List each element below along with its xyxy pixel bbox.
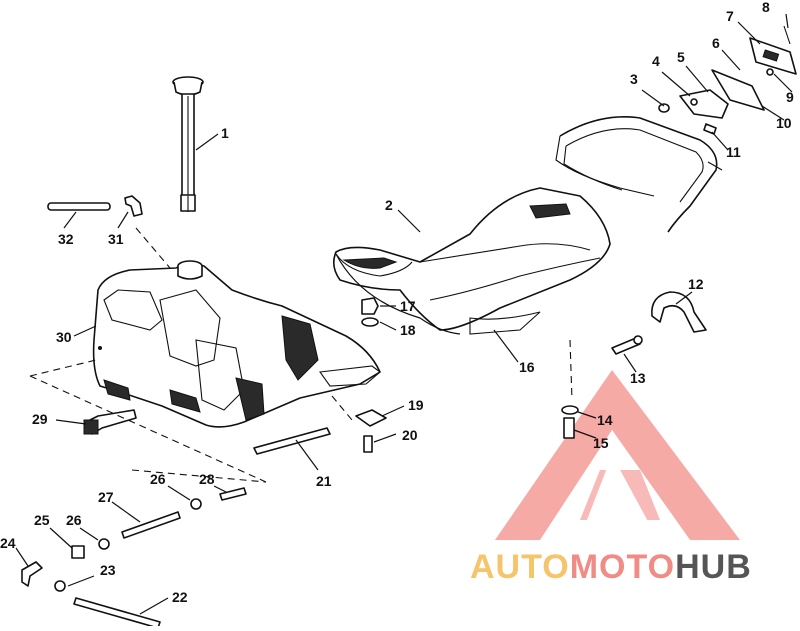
part-fuel-tank xyxy=(92,260,381,428)
callout-29: 29 xyxy=(32,411,48,427)
callout-15: 15 xyxy=(593,435,609,451)
callout-16: 16 xyxy=(519,359,535,375)
part-clip-19 xyxy=(355,409,387,427)
callout-8: 8 xyxy=(762,0,770,15)
part-bolt-15 xyxy=(563,417,575,439)
callout-10: 10 xyxy=(776,115,792,131)
part-long-rod xyxy=(253,427,331,455)
callout-14: 14 xyxy=(597,412,613,428)
callout-6: 6 xyxy=(712,35,720,51)
callout-32: 32 xyxy=(58,231,74,247)
part-vent-rod xyxy=(47,202,111,211)
callout-23: 23 xyxy=(100,562,116,578)
part-bracket-24 xyxy=(21,561,43,587)
callout-1: 1 xyxy=(221,125,229,141)
part-drain-fitting xyxy=(83,409,137,435)
part-pin-28 xyxy=(219,487,247,501)
part-grab-bar xyxy=(555,116,723,233)
part-rod-27 xyxy=(121,511,181,539)
part-washer-3 xyxy=(658,103,670,113)
part-washer-18 xyxy=(361,317,379,327)
callout-20: 20 xyxy=(402,427,418,443)
svg-text:AUTOMOTOHUB: AUTOMOTOHUB xyxy=(470,548,752,586)
callout-18: 18 xyxy=(400,322,416,338)
watermark-logo xyxy=(495,370,740,540)
callout-31: 31 xyxy=(108,231,124,247)
callout-4: 4 xyxy=(652,53,660,69)
callout-11: 11 xyxy=(726,144,741,160)
callout-22: 22 xyxy=(172,589,188,605)
part-nut-17 xyxy=(361,297,379,315)
part-washer-14 xyxy=(561,405,579,415)
part-bolt-20 xyxy=(363,435,373,453)
part-bolt-11 xyxy=(703,123,717,135)
part-spacer-26b xyxy=(190,498,202,510)
part-screw-8 xyxy=(783,25,791,45)
callout-21: 21 xyxy=(316,473,332,489)
callout-28: 28 xyxy=(199,471,215,487)
watermark-word-moto: MOTO xyxy=(570,548,675,586)
part-bracket-4 xyxy=(679,89,729,119)
part-plate-7 xyxy=(749,37,797,75)
callout-27: 27 xyxy=(98,489,114,505)
assembly-lines xyxy=(29,227,573,483)
callout-7: 7 xyxy=(726,8,734,24)
part-spacer-26a xyxy=(98,538,110,550)
leader-lines xyxy=(15,13,793,615)
watermark-word-auto: AUTO xyxy=(470,548,570,586)
callout-5: 5 xyxy=(677,49,685,65)
callout-19: 19 xyxy=(408,397,424,413)
callout-30: 30 xyxy=(56,329,72,345)
callout-24: 24 xyxy=(0,535,16,551)
watermark-text: AUTOMOTOHUB xyxy=(470,548,752,586)
part-bolt-13 xyxy=(611,335,643,355)
callout-13: 13 xyxy=(630,370,646,386)
part-strap-12 xyxy=(651,291,707,333)
part-vent-elbow xyxy=(124,195,143,217)
part-plate-6 xyxy=(711,69,765,111)
callout-labels: 1 2 3 4 5 6 7 8 9 10 11 12 13 14 15 16 1… xyxy=(0,0,794,605)
callout-3: 3 xyxy=(630,71,638,87)
part-rod-22 xyxy=(73,597,161,629)
callout-12: 12 xyxy=(688,276,704,292)
part-washer-9 xyxy=(766,68,774,76)
callout-25: 25 xyxy=(34,512,50,528)
part-spacer-25 xyxy=(71,545,85,559)
part-fuel-sender xyxy=(172,76,204,212)
callout-9: 9 xyxy=(786,89,794,105)
callout-2: 2 xyxy=(385,197,393,213)
callout-26b: 26 xyxy=(150,471,166,487)
callout-17: 17 xyxy=(400,298,416,314)
part-nut-23 xyxy=(54,580,66,592)
part-seat xyxy=(332,187,611,335)
watermark-word-hub: HUB xyxy=(675,548,752,586)
callout-26a: 26 xyxy=(66,512,82,528)
